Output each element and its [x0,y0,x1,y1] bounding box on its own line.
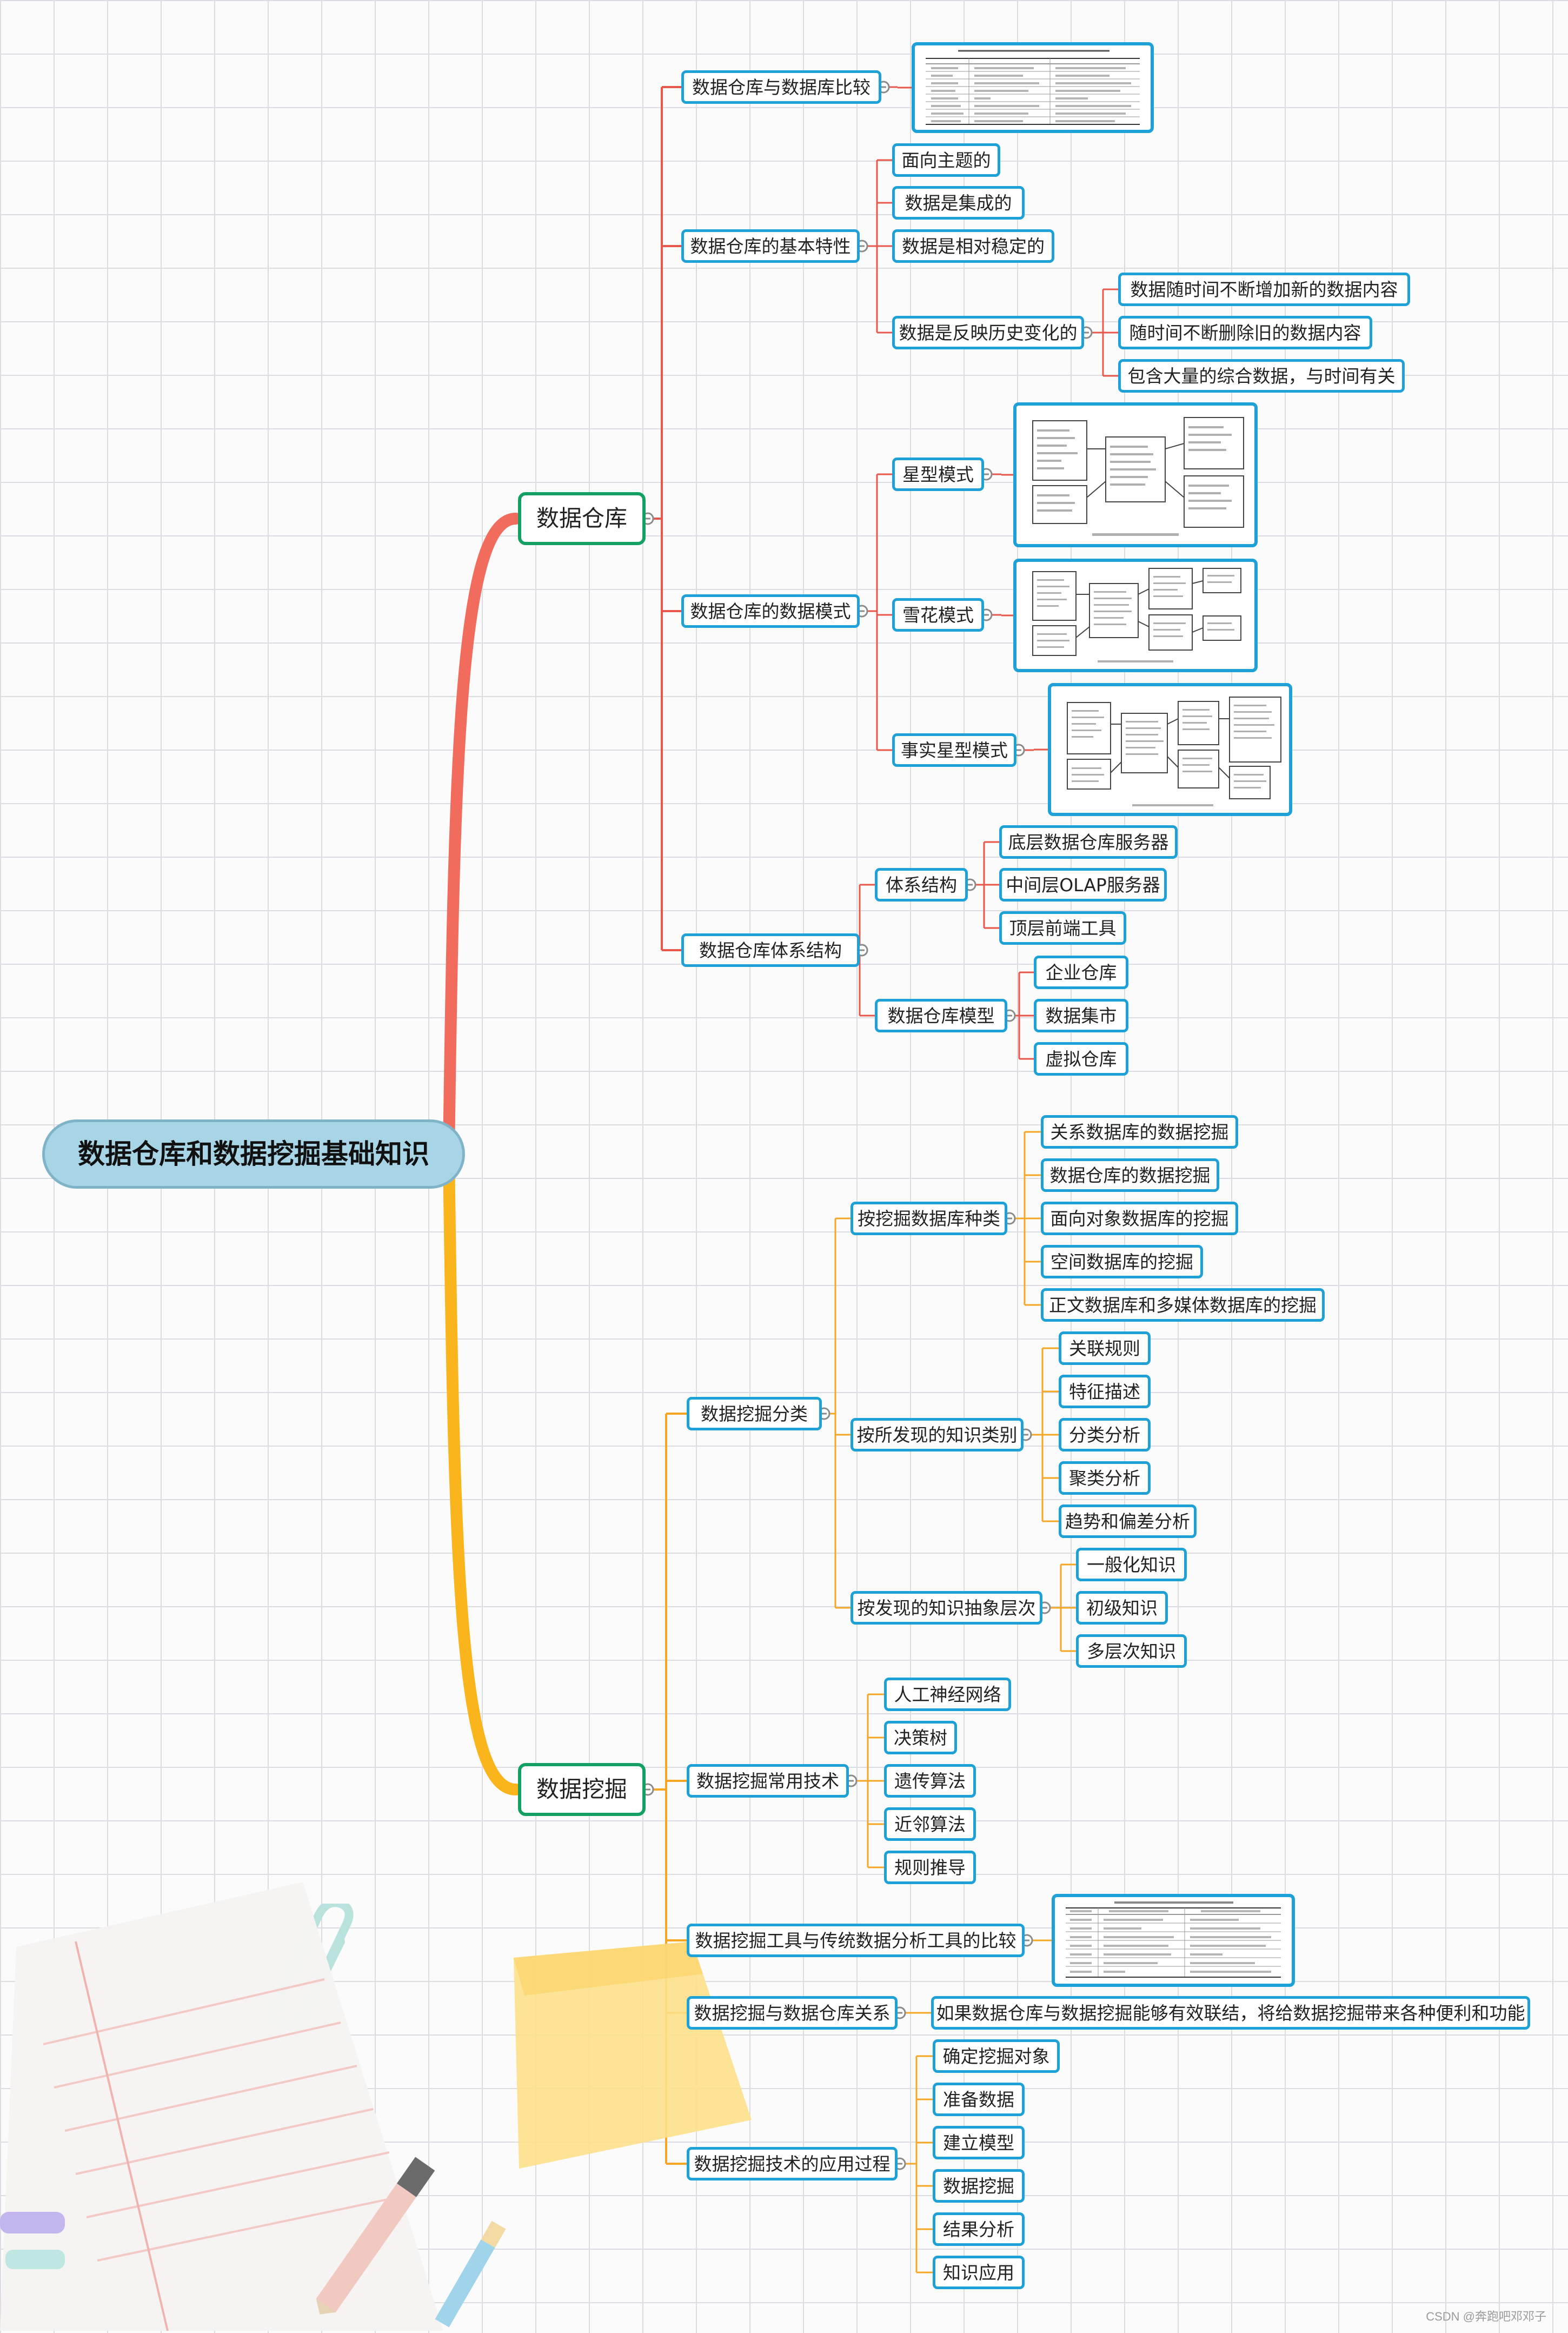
db-relational[interactable]: 关系数据库的数据挖掘 [1041,1115,1238,1149]
snowflake-schema-image[interactable] [1013,559,1258,672]
tech-neural-network[interactable]: 人工神经网络 [884,1678,1011,1711]
compare-table-image[interactable] [912,42,1154,133]
tech-rule-induction[interactable]: 规则推导 [884,1851,976,1884]
branch-data-mining[interactable]: 数据挖掘 [518,1763,646,1816]
arch-bottom-server[interactable]: 底层数据仓库服务器 [999,825,1178,859]
db-object[interactable]: 面向对象数据库的挖掘 [1041,1202,1238,1235]
process-knowledge-apply[interactable]: 知识应用 [933,2256,1025,2289]
dm-classification[interactable]: 数据挖掘分类 [687,1397,822,1430]
process-prepare-data[interactable]: 准备数据 [933,2083,1025,2116]
root-topic[interactable]: 数据仓库和数据挖掘基础知识 [42,1119,465,1189]
notepad-decoration [0,1882,568,2333]
tech-genetic[interactable]: 遗传算法 [884,1764,976,1798]
history-summary[interactable]: 包含大量的综合数据，与时间有关 [1118,359,1405,393]
kind-classification[interactable]: 分类分析 [1059,1418,1151,1452]
tech-decision-tree[interactable]: 决策树 [884,1721,957,1754]
tools-compare-table-image[interactable] [1052,1894,1295,1987]
class-by-level[interactable]: 按发现的知识抽象层次 [851,1591,1042,1625]
process-mining[interactable]: 数据挖掘 [933,2169,1025,2203]
branch-data-warehouse[interactable]: 数据仓库 [518,492,646,545]
watermark: CSDN @奔跑吧邓邓子 [1426,2310,1546,2323]
tech-knn[interactable]: 近邻算法 [884,1807,976,1841]
dw-schema[interactable]: 数据仓库的数据模式 [681,594,860,628]
clips-decoration [0,2190,108,2301]
db-warehouse[interactable]: 数据仓库的数据挖掘 [1041,1158,1219,1192]
history-delete[interactable]: 随时间不断删除旧的数据内容 [1118,316,1372,349]
pencil-decoration [303,2142,443,2333]
dm-relation[interactable]: 数据挖掘与数据仓库关系 [687,1996,898,2030]
fact-constellation-image[interactable] [1048,683,1292,816]
schema-constellation[interactable]: 事实星型模式 [892,733,1016,767]
dw-features[interactable]: 数据仓库的基本特性 [681,229,860,263]
dm-techniques[interactable]: 数据挖掘常用技术 [687,1764,849,1798]
class-by-db[interactable]: 按挖掘数据库种类 [851,1202,1007,1235]
level-general[interactable]: 一般化知识 [1076,1548,1187,1581]
model-datamart[interactable]: 数据集市 [1034,999,1128,1032]
model-enterprise[interactable]: 企业仓库 [1034,956,1128,989]
feature-integrated[interactable]: 数据是集成的 [892,186,1025,220]
dw-architecture[interactable]: 数据仓库体系结构 [681,933,860,967]
schema-star[interactable]: 星型模式 [892,458,984,491]
arch-front-tools[interactable]: 顶层前端工具 [999,911,1126,945]
history-add[interactable]: 数据随时间不断增加新的数据内容 [1118,273,1410,306]
kind-clustering[interactable]: 聚类分析 [1059,1461,1151,1495]
relation-text[interactable]: 如果数据仓库与数据挖掘能够有效联结，将给数据挖掘带来各种便利和功能 [931,1996,1530,2030]
kind-trend[interactable]: 趋势和偏差分析 [1059,1504,1197,1538]
feature-subject-oriented[interactable]: 面向主题的 [892,143,1000,177]
schema-snowflake[interactable]: 雪花模式 [892,598,984,632]
kind-association[interactable]: 关联规则 [1059,1331,1151,1365]
model-virtual[interactable]: 虚拟仓库 [1034,1042,1128,1076]
dw-compare[interactable]: 数据仓库与数据库比较 [681,70,881,104]
dm-process[interactable]: 数据挖掘技术的应用过程 [687,2147,898,2180]
dm-tools[interactable]: 数据挖掘工具与传统数据分析工具的比较 [687,1924,1025,1957]
pen-decoration [422,2217,519,2333]
level-multilevel[interactable]: 多层次知识 [1076,1634,1187,1668]
feature-history[interactable]: 数据是反映历史变化的 [892,316,1084,349]
class-by-kind[interactable]: 按所发现的知识类别 [851,1418,1024,1452]
arch-olap-server[interactable]: 中间层OLAP服务器 [999,868,1167,902]
sticky-note-decoration [476,1941,757,2171]
process-determine-object[interactable]: 确定挖掘对象 [933,2039,1060,2073]
level-primary[interactable]: 初级知识 [1076,1591,1168,1625]
feature-stable[interactable]: 数据是相对稳定的 [892,229,1054,263]
star-schema-image[interactable] [1013,402,1258,547]
arch-models[interactable]: 数据仓库模型 [875,999,1007,1032]
db-spatial[interactable]: 空间数据库的挖掘 [1041,1245,1203,1278]
process-build-model[interactable]: 建立模型 [933,2126,1025,2159]
process-result-analysis[interactable]: 结果分析 [933,2212,1025,2246]
arch-structure[interactable]: 体系结构 [875,868,968,902]
db-text-multimedia[interactable]: 正文数据库和多媒体数据库的挖掘 [1041,1288,1325,1322]
kind-characterization[interactable]: 特征描述 [1059,1375,1151,1408]
